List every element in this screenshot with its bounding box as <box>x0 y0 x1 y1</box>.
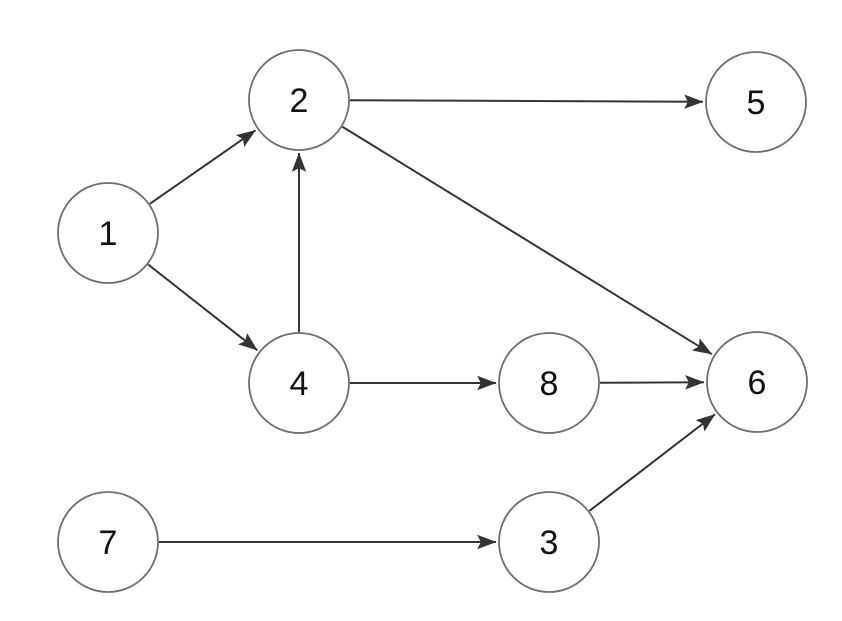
node-circle-5[interactable] <box>705 51 807 153</box>
node-label-3: 3 <box>540 524 559 562</box>
edge-1-to-2 <box>149 129 257 205</box>
graph-node-5[interactable]: 5 <box>705 51 807 153</box>
node-label-2: 2 <box>290 82 309 120</box>
graph-node-3[interactable]: 3 <box>498 491 600 593</box>
edge-1-to-4 <box>147 263 258 352</box>
node-circle-7[interactable] <box>57 491 159 593</box>
graph-node-7[interactable]: 7 <box>57 491 159 593</box>
node-label-7: 7 <box>99 524 118 562</box>
node-circle-4[interactable] <box>248 332 350 434</box>
node-circle-1[interactable] <box>57 182 159 284</box>
node-label-4: 4 <box>290 365 309 403</box>
nodes-layer: 1 2 5 4 8 6 3 7 <box>57 49 808 593</box>
graph-node-6[interactable]: 6 <box>706 331 808 433</box>
graph-node-4[interactable]: 4 <box>248 332 350 434</box>
edge-8-to-6 <box>599 375 705 390</box>
graph-node-1[interactable]: 1 <box>57 182 159 284</box>
node-circle-8[interactable] <box>498 332 600 434</box>
node-circle-2[interactable] <box>248 49 350 151</box>
graph-node-2[interactable]: 2 <box>248 49 350 151</box>
edge-2-to-5 <box>349 94 704 109</box>
edge-2-to-6 <box>341 125 713 356</box>
edges-layer <box>147 94 716 550</box>
node-label-8: 8 <box>540 365 559 403</box>
graph-node-8[interactable]: 8 <box>498 332 600 434</box>
node-circle-3[interactable] <box>498 491 600 593</box>
node-label-5: 5 <box>747 84 766 122</box>
node-label-1: 1 <box>99 215 118 253</box>
node-label-6: 6 <box>748 364 767 402</box>
node-circle-6[interactable] <box>706 331 808 433</box>
edge-3-to-6 <box>588 413 716 512</box>
